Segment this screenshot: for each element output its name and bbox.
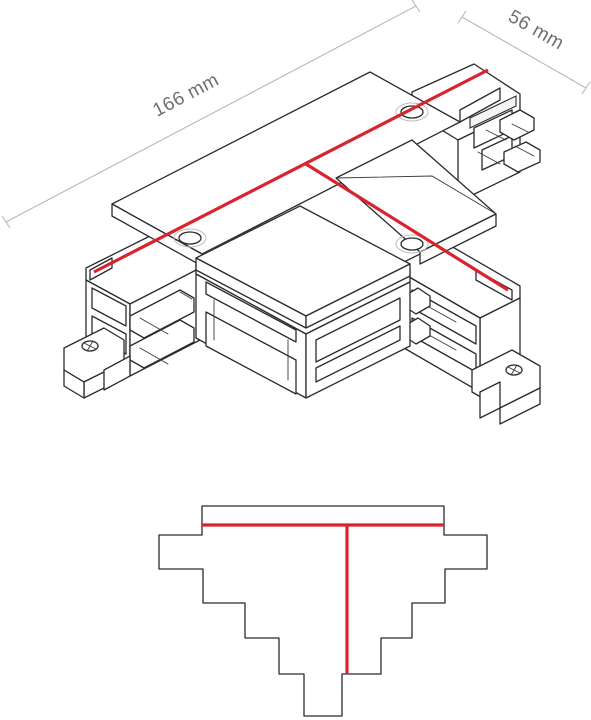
width-dimension-line	[461, 16, 587, 89]
conductor-lines-isometric	[93, 68, 509, 292]
width-dimension-tick-left	[457, 10, 467, 24]
conductor-branch-line	[305, 162, 509, 292]
rail-right	[403, 241, 541, 425]
length-dimension-tick-left	[1, 215, 11, 229]
length-dimension-tick-right	[411, 0, 421, 13]
conductor-main-line	[93, 68, 489, 274]
width-dimension-tick-right	[581, 81, 591, 95]
t-cover	[111, 71, 497, 329]
plan-view-outline	[158, 505, 488, 717]
cover-screw-hole-left	[178, 231, 202, 245]
cover-screw-hole-right	[400, 237, 424, 251]
isometric-connector	[63, 63, 541, 425]
plan-view	[158, 505, 488, 717]
cover-screw-hole-top	[400, 105, 424, 119]
length-dimension-line	[5, 5, 417, 223]
